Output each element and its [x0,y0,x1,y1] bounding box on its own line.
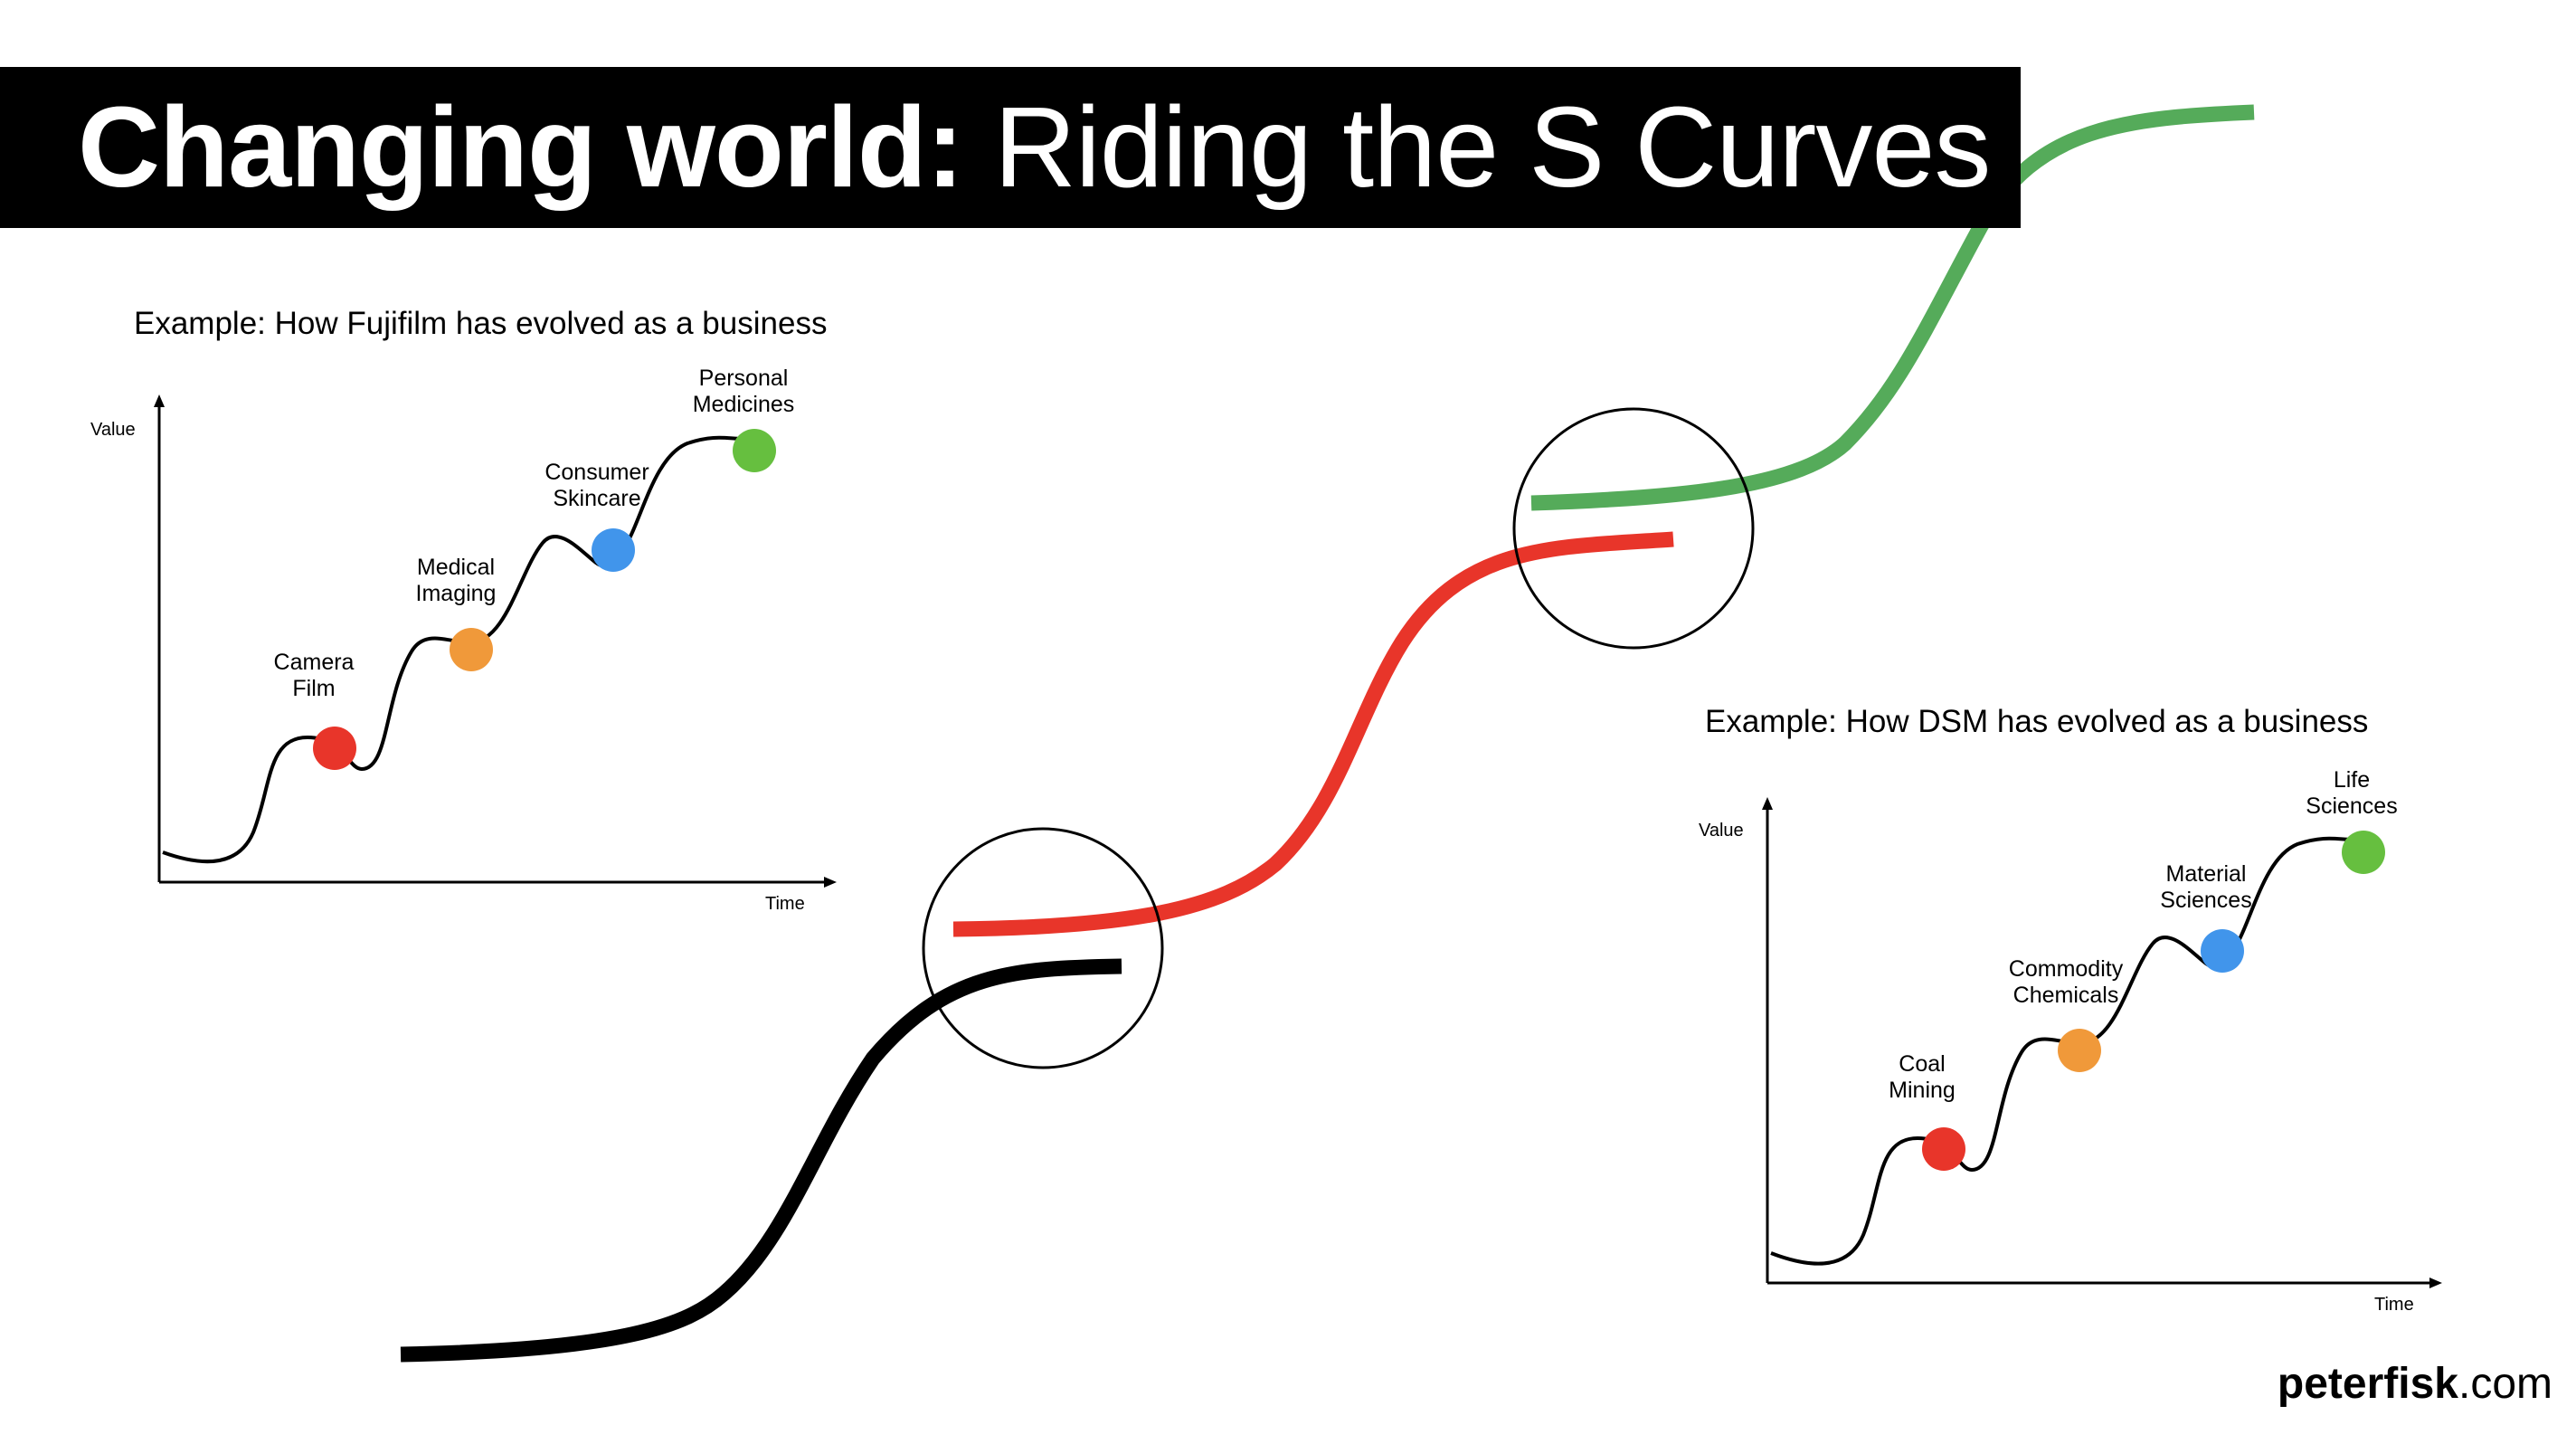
stage-label-line: Medical [416,555,496,580]
page-title-bold: Changing world: [78,83,964,211]
fujifilm-y-arrow [154,394,165,407]
stage-label-line: Camera [273,650,355,675]
stage-label-personal-medicines: Personal Medicines [693,366,795,418]
brand-logo: peterfisk.com [2278,1359,2552,1409]
example-heading-dsm: Example: How DSM has evolved as a busine… [1705,704,2369,739]
dsm-axes [1766,803,2433,1285]
stage-label-coal-mining: Coal Mining [1889,1051,1956,1104]
stage-label-medical-imaging: Medical Imaging [416,555,497,607]
brand-light: .com [2458,1360,2552,1408]
transition-circle-2 [1512,407,1755,650]
stage-label-consumer-skincare: Consumer Skincare [545,460,649,512]
stage-label-camera-film: Camera Film [274,650,355,702]
stage-label-line: Material [2165,861,2247,887]
stage-dot-commodity-chemicals [2058,1029,2101,1072]
fujifilm-x-axis-label: Time [765,894,805,914]
stage-dot-camera-film [313,727,356,770]
stage-label-line: Mining [1889,1078,1956,1103]
transition-circle-1 [922,827,1164,1069]
stage-label-line: Personal [698,366,789,391]
stage-label-line: Medicines [692,392,795,417]
fujifilm-axes [157,401,828,884]
stage-dot-medical-imaging [450,628,493,671]
dsm-x-axis-label: Time [2374,1295,2414,1315]
stage-label-commodity-chemicals: Commodity Chemicals [2009,956,2123,1009]
page-title: Changing world: Riding the S Curves [78,67,1992,228]
s-curve-black [400,958,1122,1363]
stage-label-line: Consumer [545,460,649,485]
title-banner [0,67,2021,228]
page-title-light: Riding the S Curves [962,83,1992,211]
fujifilm-s-curve-line [162,435,743,864]
stage-label-line: Film [292,676,336,701]
stage-dot-consumer-skincare [592,528,635,572]
dsm-x-arrow [2429,1278,2442,1288]
stage-label-line: Imaging [415,581,497,606]
dsm-s-curve-line [1770,836,2353,1266]
stage-label-line: Sciences [2160,888,2252,913]
fujifilm-y-axis-label: Value [90,420,136,440]
dsm-y-axis-label: Value [1699,821,1744,841]
stage-label-line: Sciences [2306,793,2398,819]
s-curve-green [1530,104,2255,511]
stage-label-material-sciences: Material Sciences [2160,861,2251,914]
stage-label-life-sciences: Life Sciences [2306,767,2397,820]
stage-label-line: Chemicals [2012,983,2119,1008]
stage-label-line: Life [2333,767,2371,793]
stage-dot-life-sciences [2342,831,2385,874]
stage-dot-personal-medicines [733,429,776,472]
brand-bold: peterfisk [2277,1360,2458,1408]
dsm-y-arrow [1762,797,1773,810]
stage-dot-material-sciences [2201,929,2244,973]
stage-label-line: Coal [1899,1051,1946,1077]
fujifilm-x-arrow [824,877,837,888]
stage-label-line: Skincare [553,486,641,511]
stage-dot-coal-mining [1922,1127,1965,1171]
example-heading-fujifilm: Example: How Fujifilm has evolved as a b… [134,306,828,341]
stage-label-line: Commodity [2008,956,2124,982]
